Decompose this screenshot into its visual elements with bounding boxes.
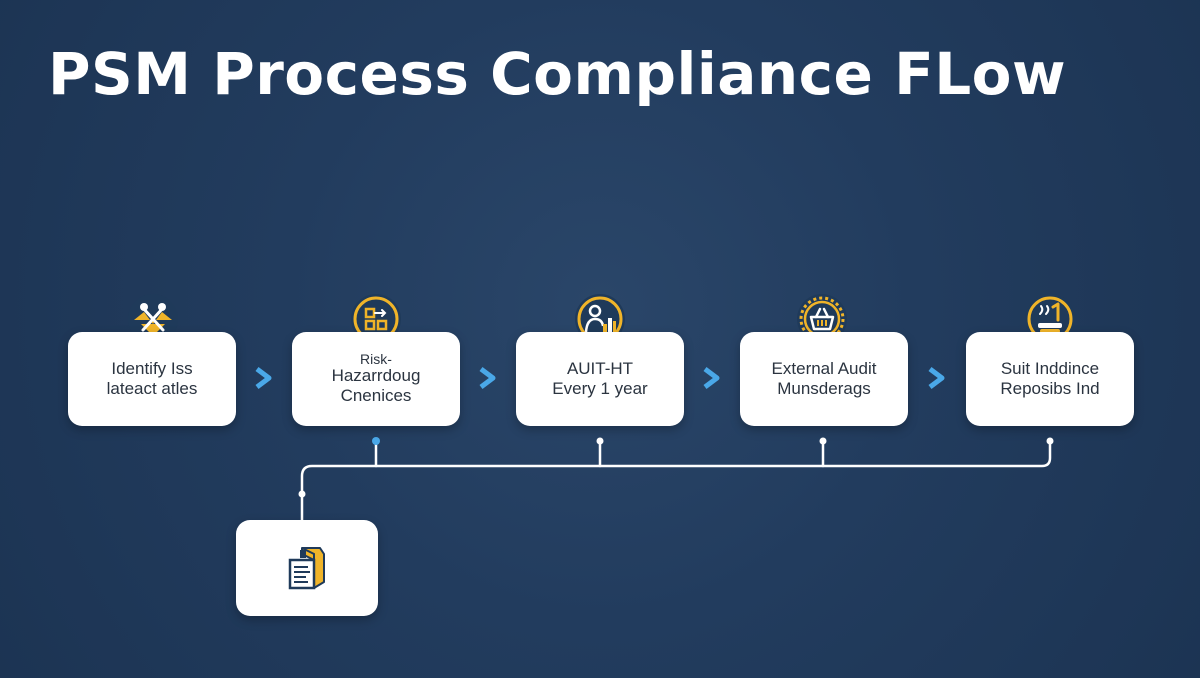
document-box-icon <box>288 547 325 590</box>
chevron-right-icon <box>928 367 945 389</box>
step-2-line-1: Risk- <box>360 351 392 368</box>
step-card-3[interactable]: AUIT-HT Every 1 year <box>516 332 684 426</box>
step-2-line-2: Hazarrdoug <box>331 366 421 386</box>
step-5-line-1: Suit Inddince <box>1000 359 1100 379</box>
step-4-line-1: External Audit <box>771 359 877 379</box>
bottom-document-card[interactable] <box>236 520 378 616</box>
chevron-right-icon <box>255 367 272 389</box>
step-card-1[interactable]: Identify Iss lateact atles <box>68 332 236 426</box>
step-3-line-2: Every 1 year <box>552 379 648 398</box>
step-card-5[interactable]: Suit Inddince Reposibs Ind <box>966 332 1134 426</box>
step-3-line-1: AUIT-HT <box>566 359 634 379</box>
chevron-right-icon <box>703 367 720 389</box>
step-card-4[interactable]: External Audit Munsderags <box>740 332 908 426</box>
step-card-2[interactable]: Risk- Hazarrdoug Cnenices <box>292 332 460 426</box>
step-5-line-2: Reposibs Ind <box>1000 379 1100 398</box>
chevron-right-icon <box>479 367 496 389</box>
step-2-line-3: Cnenices <box>340 386 412 405</box>
step-4-line-2: Munsderags <box>777 379 871 398</box>
step-1-line-2: lateact atles <box>106 379 198 398</box>
step-1-line-1: Identify Iss <box>111 359 193 379</box>
page-title: PSM Process Compliance FLow <box>48 40 1067 108</box>
